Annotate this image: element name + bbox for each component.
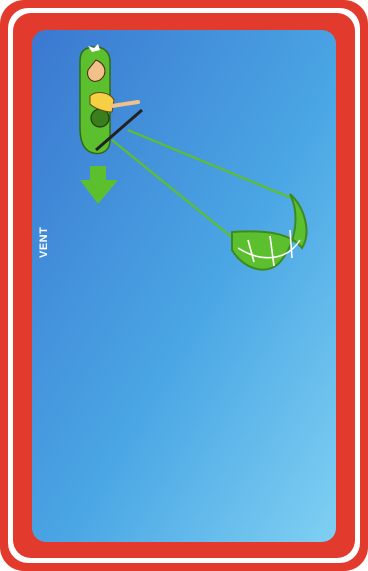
wind-label: VENT <box>36 224 66 260</box>
sky-panel <box>32 30 336 542</box>
wind-label-text: VENT <box>38 227 50 258</box>
